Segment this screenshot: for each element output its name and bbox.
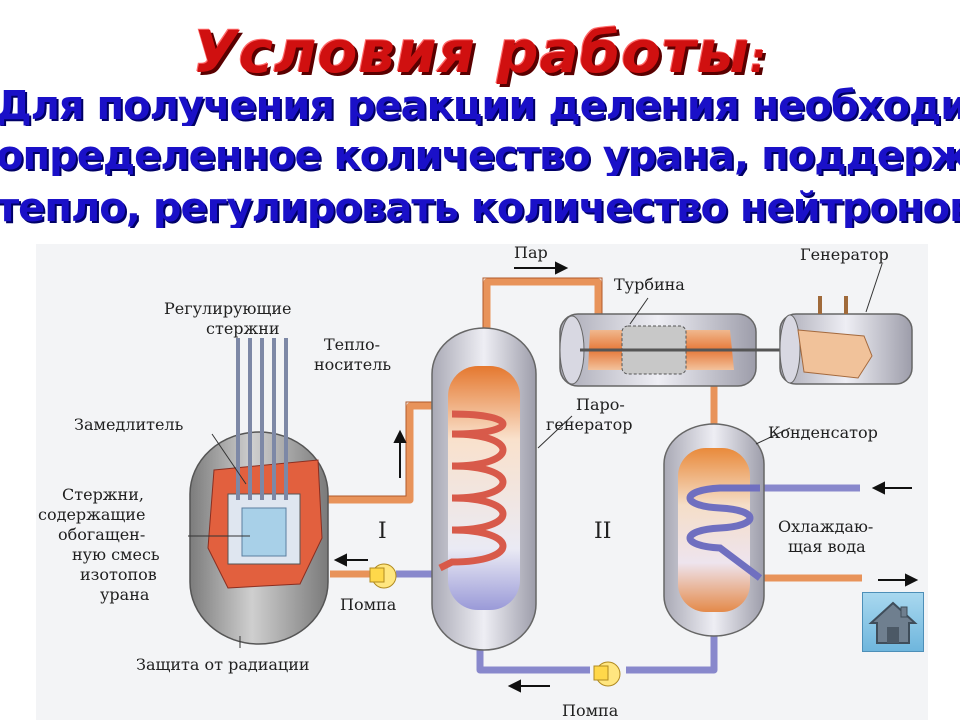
steam-generator-coil [438,410,507,572]
label-fuel-rods-5: изотопов [80,565,157,584]
page-title: Условия работы: [0,18,960,86]
npp-diagram: Регулирующие стержни Тепло- носитель Зам… [36,243,928,720]
generator-leader [865,263,883,313]
moderator-leader [211,433,247,485]
condenser [663,423,791,637]
steam-generator-interior [448,366,520,610]
label-steam-generator-2: генератор [546,415,633,434]
label-circuit-2: II [594,519,611,544]
turbine-leader [629,297,649,325]
label-steam: Пар [514,243,548,262]
overlapping-text-line-3: тепло, регулировать количество нейтронов… [0,188,960,228]
overlapping-text-line-2: определенное количество урана, поддержив… [0,136,960,176]
generator-rotor [797,329,873,379]
steam-generator [431,327,573,651]
arrow-return-left [333,553,368,567]
label-coolant-1: Тепло- [324,335,380,354]
label-regulating-rods-2: стержни [206,319,280,338]
arrow-coolant-up [393,429,407,478]
arrow-feed-left [507,679,550,693]
coolant-pipe [318,402,433,504]
arrow-steam-right [514,261,569,275]
title-colon: : [750,36,768,82]
flow-arrows [333,261,919,693]
steam-generator-leader [537,415,573,449]
label-moderator: Замедлитель [74,415,184,434]
label-fuel-rods-1: Стержни, [62,485,144,504]
title-text: Условия работы [192,18,751,86]
condenser-leader [755,427,791,445]
arrow-water-in [871,481,912,495]
arrow-water-out [878,573,919,587]
label-circuit-1: I [378,519,387,544]
generator [779,263,913,385]
label-regulating-rods-1: Регулирующие [164,299,291,318]
label-fuel-rods-6: урана [100,585,150,604]
hot-pipes [318,278,718,578]
label-pump-2: Помпа [562,701,619,720]
label-generator: Генератор [800,245,889,264]
steam-pipe [483,278,602,338]
reactor [188,338,329,648]
feed-pipe-b [626,630,718,674]
label-radiation-shield: Защита от радиации [136,655,310,674]
generator-terminals [818,296,848,314]
pump-1 [369,563,397,589]
label-turbine: Турбина [614,275,685,294]
label-steam-generator-1: Паро- [576,395,625,414]
fuel-assembly [241,507,287,557]
hot-pipe-outline [318,277,603,497]
turbine [559,297,780,387]
condenser-coil [686,484,763,581]
pump-2 [593,661,621,687]
label-cooling-water-2: щая вода [788,537,866,556]
label-fuel-rods-3: обогащен- [58,525,145,544]
home-icon [868,601,918,644]
home-button[interactable] [862,592,924,652]
control-rods [236,338,288,500]
label-coolant-2: носитель [314,355,391,374]
label-condenser: Конденсатор [768,423,878,442]
label-fuel-rods-4: ную смесь [72,545,160,564]
label-cooling-water-1: Охлаждаю- [778,517,873,536]
label-pump-1: Помпа [340,595,397,614]
overlapping-text-line-1: Для получения реакции деления необходимо… [0,86,960,126]
label-fuel-rods-2: содержащие [38,505,145,524]
